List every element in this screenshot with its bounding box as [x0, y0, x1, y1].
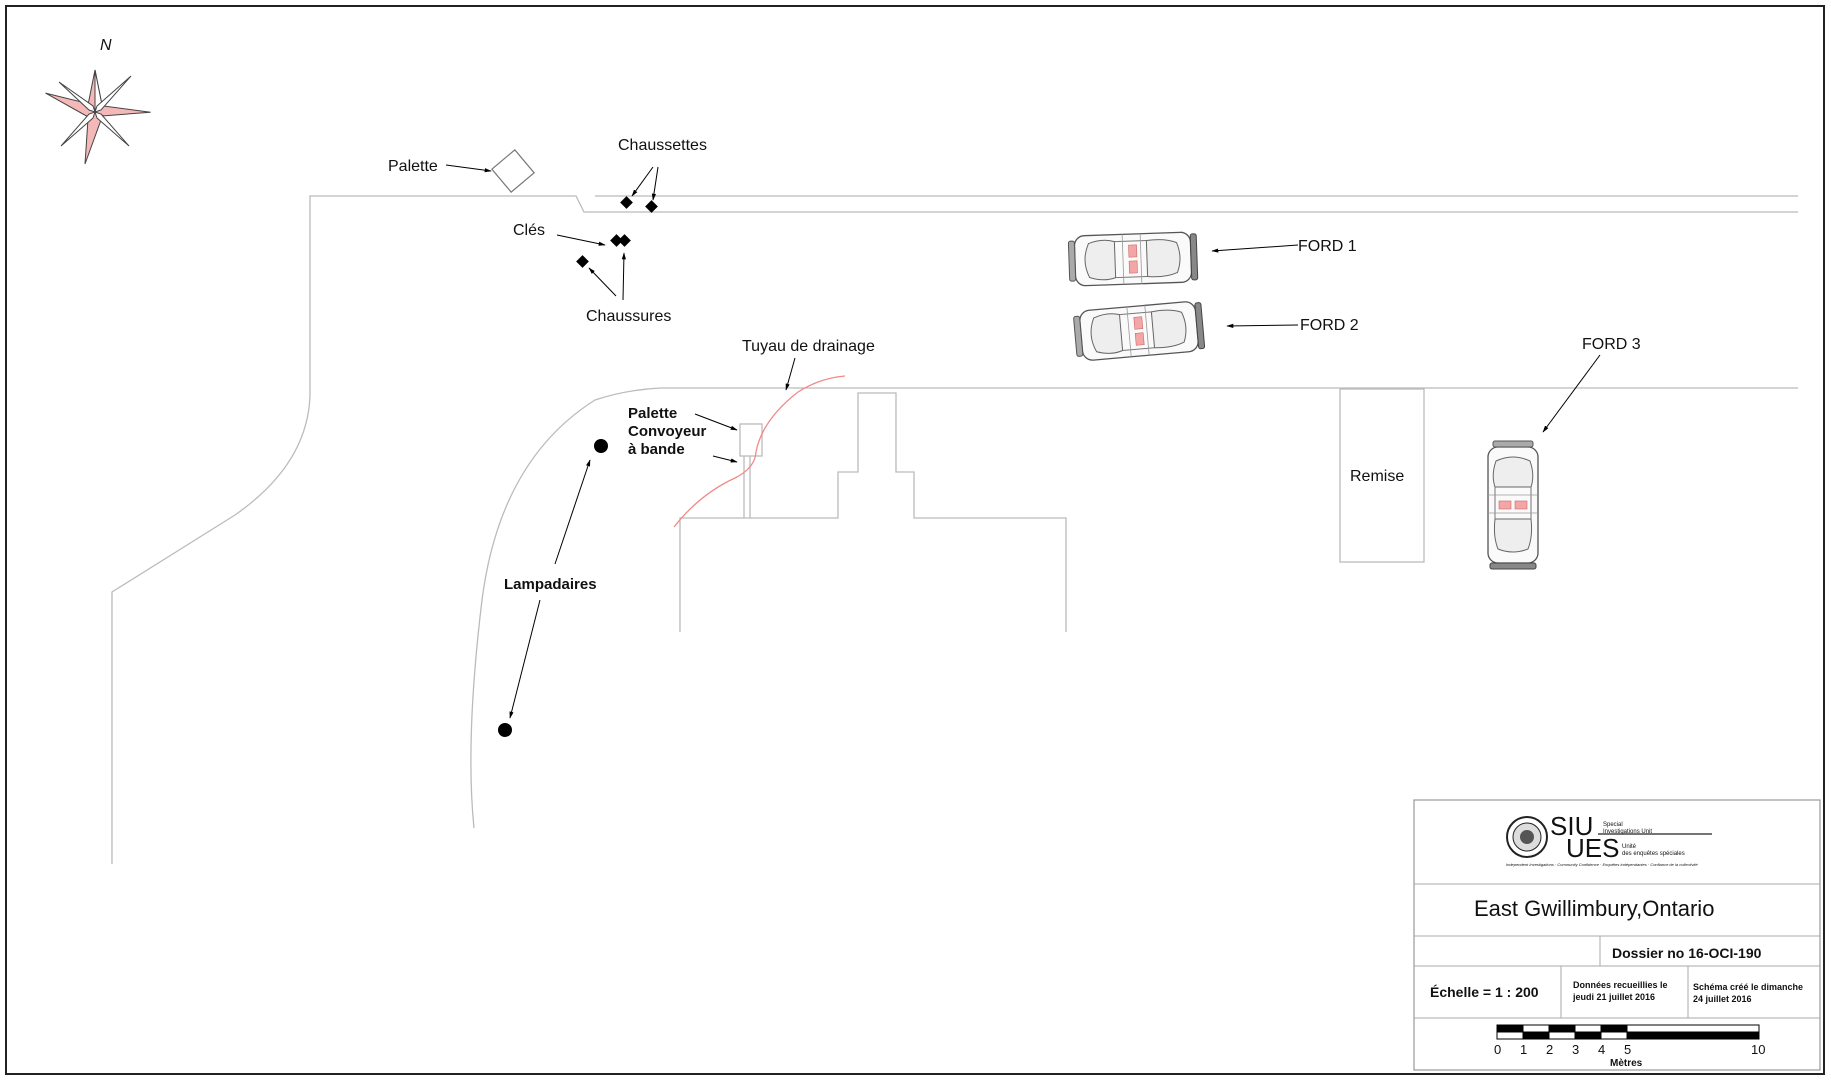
siu-ues-logo: [1506, 816, 1548, 858]
scale-tick-4: 4: [1598, 1042, 1605, 1057]
scale-tick-1: 1: [1520, 1042, 1527, 1057]
scale-tick-10: 10: [1751, 1042, 1765, 1057]
logo-en-line2: Investigations Unit: [1603, 829, 1652, 835]
logo-tagline: Independent Investigations · Community C…: [1506, 862, 1698, 867]
label-palette-lower: Palette: [628, 405, 677, 422]
shoe-marker: [576, 255, 589, 268]
palette-top-shape: [491, 149, 535, 193]
road-outlines: [111, 195, 1798, 864]
label-a-bande: à bande: [628, 441, 685, 458]
label-ford-1: FORD 1: [1298, 238, 1357, 255]
label-lampadaires: Lampadaires: [504, 576, 597, 593]
label-ford-2: FORD 2: [1300, 317, 1359, 334]
scale-bar: [1496, 1024, 1760, 1040]
north-label: N: [100, 37, 112, 54]
drainage-pipe: [673, 375, 846, 528]
date-collected-line1: Données recueillies le: [1573, 980, 1668, 990]
date-created-line2: 24 juillet 2016: [1693, 994, 1752, 1004]
car-ford-2: [1072, 299, 1206, 363]
logo-fr-line2: des enquêtes spéciales: [1622, 851, 1685, 857]
scale-ticks: 0 1 2 3 4 5 10: [1494, 1042, 1765, 1057]
compass-rose-icon: [45, 69, 151, 165]
scale-tick-5: 5: [1624, 1042, 1631, 1057]
logo-fr-line1: Unité: [1622, 844, 1637, 850]
label-palette-top: Palette: [388, 158, 438, 175]
drawing-frame: [5, 5, 1825, 1075]
date-collected-line2: jeudi 21 juillet 2016: [1572, 992, 1655, 1002]
streetlight-1: [594, 439, 608, 453]
title-block: SIU UES Special Investigations Unit Unit…: [1413, 799, 1821, 1071]
label-remise: Remise: [1350, 468, 1404, 485]
logo-en-line1: Special: [1603, 822, 1623, 828]
dossier-number: Dossier no 16-OCI-190: [1612, 945, 1762, 961]
date-created-line1: Schéma créé le dimanche: [1693, 982, 1803, 992]
remise-building: [1339, 388, 1425, 563]
label-chaussures: Chaussures: [586, 308, 671, 325]
label-convoyeur: Convoyeur: [628, 423, 707, 440]
label-ford-3: FORD 3: [1582, 336, 1641, 353]
location-title: East Gwillimbury,Ontario: [1474, 896, 1714, 921]
scale-unit: Mètres: [1610, 1058, 1643, 1069]
logo-ues: UES: [1566, 833, 1619, 863]
evidence-markers: [498, 196, 658, 737]
scale-tick-0: 0: [1494, 1042, 1501, 1057]
car-ford-1: [1067, 231, 1199, 287]
scale-tick-3: 3: [1572, 1042, 1579, 1057]
label-chaussettes: Chaussettes: [618, 137, 707, 154]
logo-siu: SIU: [1550, 811, 1593, 841]
car-ford-3: [1487, 440, 1539, 570]
scale-tick-2: 2: [1546, 1042, 1553, 1057]
label-tuyau: Tuyau de drainage: [742, 338, 875, 355]
key-marker-2: [618, 234, 631, 247]
sock-marker-2: [645, 200, 658, 213]
sock-marker-1: [620, 196, 633, 209]
scale-ratio: Échelle = 1 : 200: [1430, 984, 1539, 1000]
label-cles: Clés: [513, 222, 545, 239]
leader-lines: [445, 164, 1601, 719]
streetlight-2: [498, 723, 512, 737]
